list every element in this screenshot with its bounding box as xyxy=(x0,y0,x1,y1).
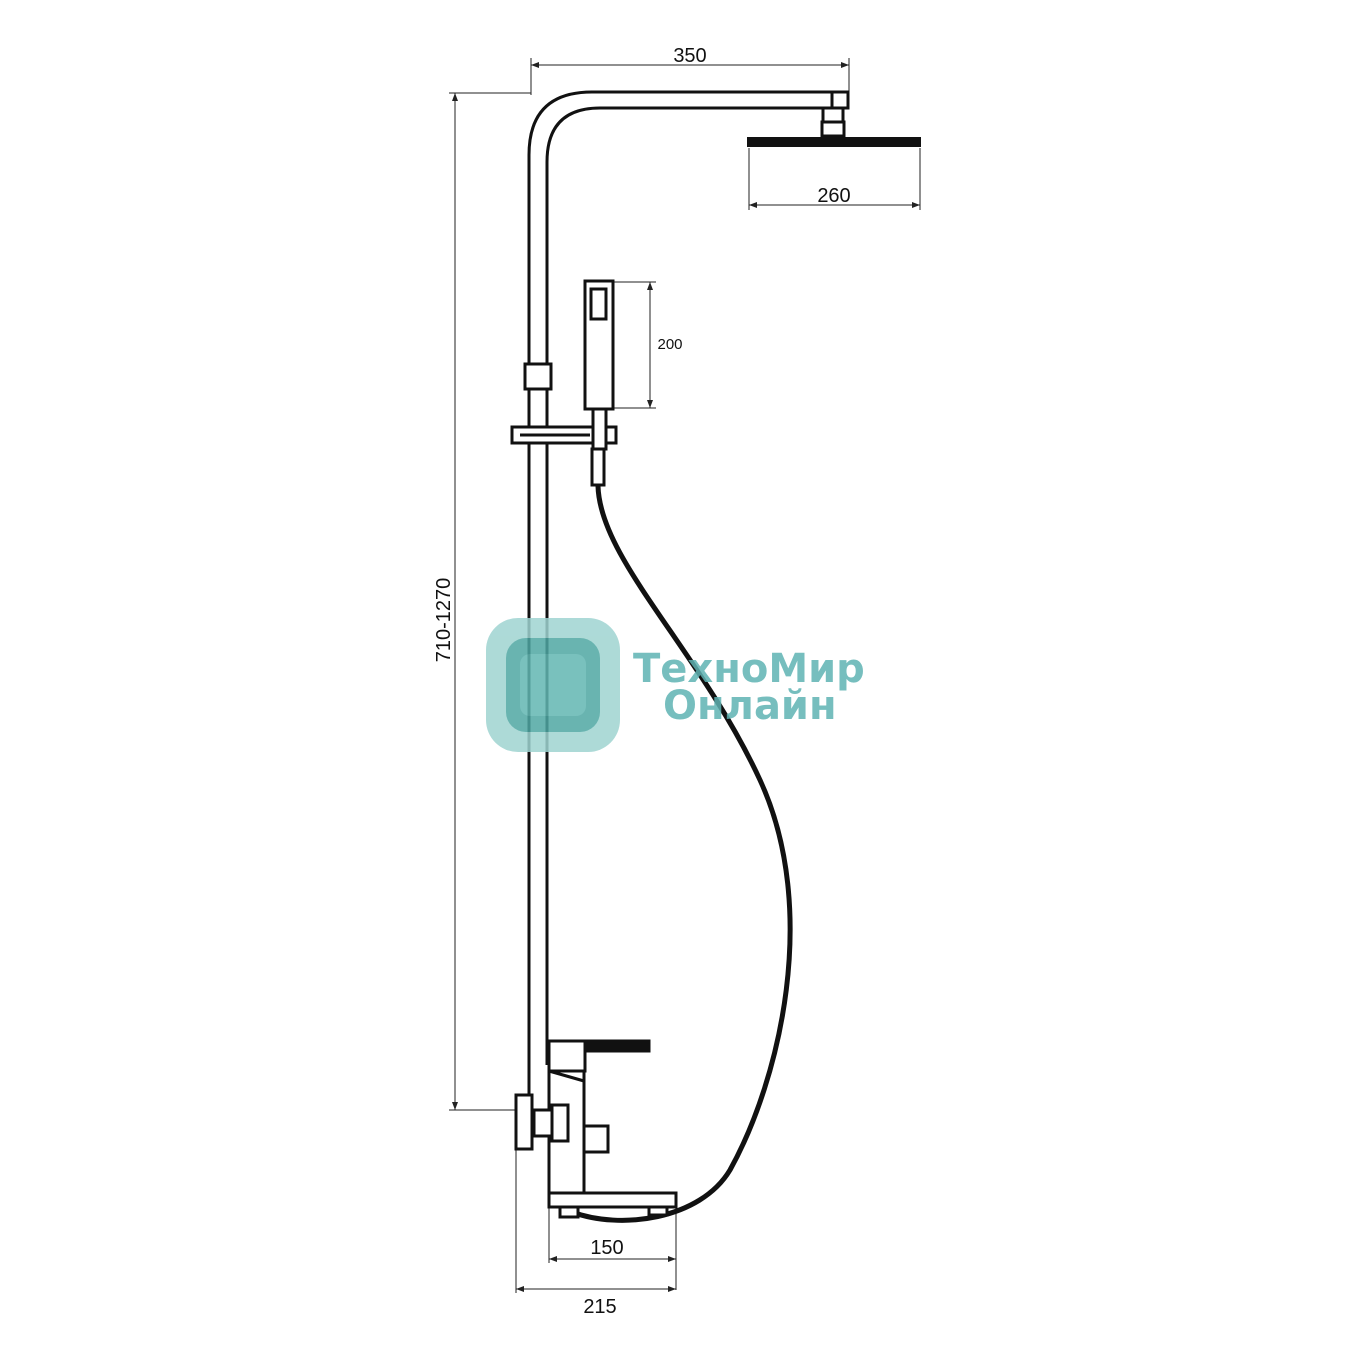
head-swivel xyxy=(820,120,846,138)
dimension-arrows xyxy=(452,62,920,1292)
riser-pipe-inner xyxy=(545,106,832,1065)
connector-nut xyxy=(550,1103,570,1143)
hand-shower-face xyxy=(589,287,608,321)
hand-shower xyxy=(583,279,615,487)
dimension-lines xyxy=(449,58,921,1293)
head-connector xyxy=(821,106,845,124)
watermark-line1: ТехноМир xyxy=(633,646,865,692)
arm-end-cap xyxy=(830,90,850,110)
bath-spout xyxy=(547,1191,678,1209)
riser-pipe-outer xyxy=(527,90,848,1110)
hand-shower-body xyxy=(583,279,615,411)
wall-connector xyxy=(532,1108,554,1138)
shower-hose xyxy=(571,485,793,1223)
diverter-knob xyxy=(582,1124,610,1154)
dim-label-head: 260 xyxy=(817,185,850,207)
hose-elbow xyxy=(558,1205,580,1219)
watermark-logo xyxy=(486,618,620,752)
hose-connector xyxy=(590,447,606,487)
shower-structure xyxy=(527,90,850,1110)
dim-label-mixer: 215 xyxy=(583,1296,616,1318)
dim-label-hand-shower: 200 xyxy=(657,336,682,353)
rain-shower-head xyxy=(747,137,921,147)
watermark-line2: Онлайн xyxy=(663,683,837,729)
dim-label-arm: 350 xyxy=(673,45,706,67)
wall-flange xyxy=(514,1093,534,1151)
slide-bracket xyxy=(523,362,553,391)
hand-shower-handle xyxy=(591,407,608,451)
dim-label-height: 710-1270 xyxy=(433,578,455,663)
bath-mixer xyxy=(514,1039,678,1219)
spout-outlet xyxy=(647,1205,669,1217)
dim-label-spout: 150 xyxy=(590,1237,623,1259)
hand-shower-holder xyxy=(510,425,618,445)
